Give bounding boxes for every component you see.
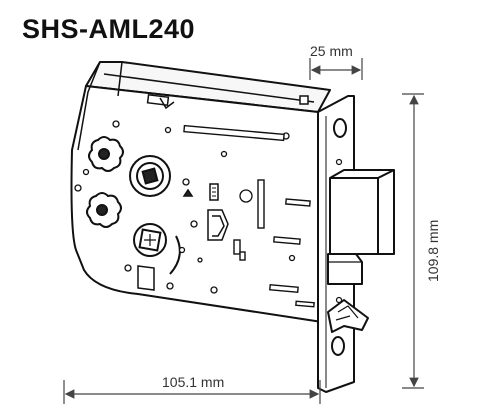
lower-spindle-hub [133,223,181,275]
thickness-label: 25 mm [310,43,353,59]
dimension-height [402,93,424,389]
top-rail [103,61,315,110]
dead-bolt [329,169,395,255]
upper-spindle-hub [129,155,171,197]
height-label: 109.8 mm [425,220,441,282]
plate-slots [183,124,315,308]
dimension-length [63,380,321,404]
mounting-bosses [86,136,124,228]
plate-holes [74,120,296,294]
length-label: 105.1 mm [162,374,224,390]
top-screw-hole [333,118,347,138]
latch-bolt [327,253,363,285]
cam-window [182,183,229,241]
model-title: SHS-AML240 [22,14,196,44]
anti-friction-trigger [327,299,369,333]
bottom-notch [137,265,155,291]
bottom-screw-hole [331,336,345,356]
lock-case [70,61,331,323]
dimension-thickness [309,58,363,80]
